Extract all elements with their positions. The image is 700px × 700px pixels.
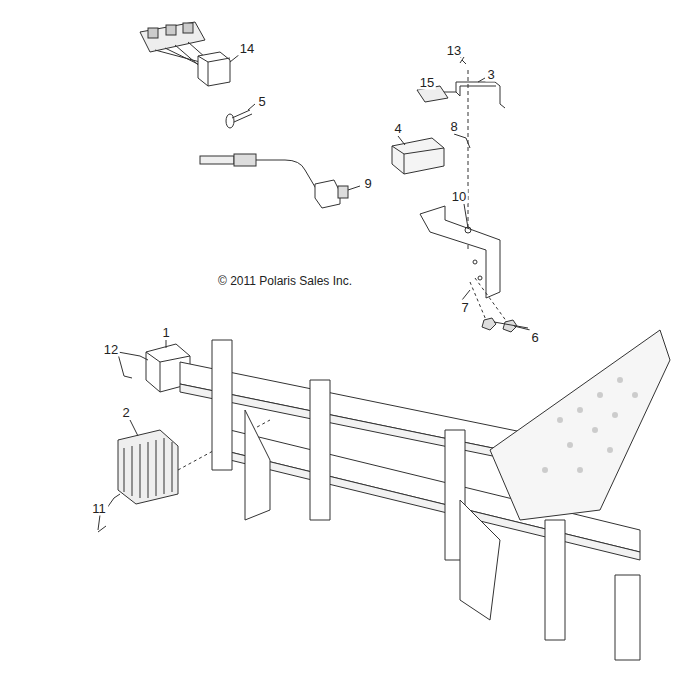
callout-number: 11 xyxy=(90,501,108,516)
callout-number: 14 xyxy=(238,41,256,56)
callout-number: 3 xyxy=(485,67,496,82)
wire-harness xyxy=(140,22,230,86)
callout-number: 7 xyxy=(459,300,470,315)
copyright-note: © 2011 Polaris Sales Inc. xyxy=(216,274,354,288)
callout-number: 6 xyxy=(529,330,540,345)
leader-lines xyxy=(98,54,530,530)
oxygen-sensor xyxy=(200,154,348,208)
callout-number: 15 xyxy=(418,75,436,90)
callout-number: 9 xyxy=(362,176,373,191)
callout-number: 5 xyxy=(256,94,267,109)
callout-number: 13 xyxy=(445,43,463,58)
callout-number: 10 xyxy=(450,189,468,204)
mounting-bracket xyxy=(420,206,517,332)
callout-number: 8 xyxy=(448,119,459,134)
callout-number: 12 xyxy=(102,342,120,357)
pin xyxy=(226,110,252,128)
callout-number: 1 xyxy=(160,325,171,340)
callout-number: 2 xyxy=(120,405,131,420)
callout-number: 4 xyxy=(392,121,403,136)
vehicle-frame xyxy=(180,330,670,660)
